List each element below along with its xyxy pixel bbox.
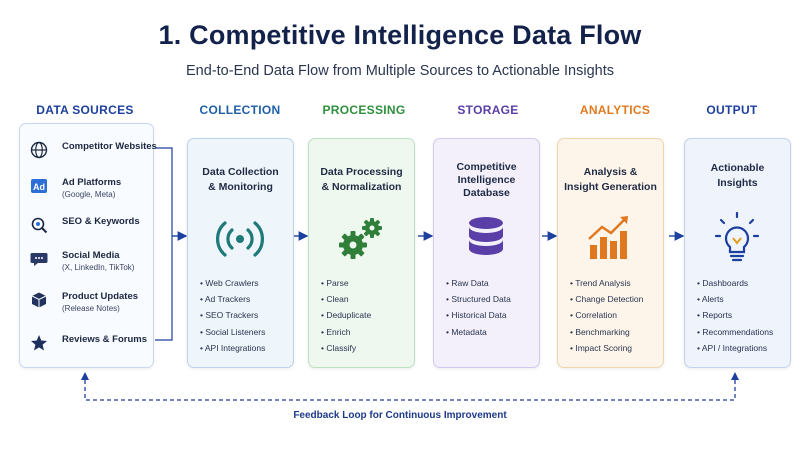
source-title: SEO & Keywords [62,216,140,227]
list-item: Reports [697,307,773,323]
column-header-output: OUTPUT [706,103,758,117]
list-item: Alerts [697,291,773,307]
list-item: Classify [321,340,371,356]
feedback-loop-line [84,380,736,401]
source-title: Ad Platforms [62,177,122,188]
feedback-arrow-up-sources [81,372,89,380]
storage-stage-title: Competitive Intelligence Database [456,161,517,199]
list-item: Recommendations [697,324,773,340]
column-header-sources: DATA SOURCES [36,103,134,117]
diagram-subtitle: End-to-End Data Flow from Multiple Sourc… [186,63,614,79]
processing-items-list: Parse Clean Deduplicate Enrich Classify [321,275,371,356]
list-item: Social Listeners [200,324,265,340]
column-header-analytics: ANALYTICS [579,103,651,117]
analytics-stage-title: Analysis & Insight Generation [564,166,657,193]
growth-chart-icon [588,216,628,259]
output-stage-title: Actionable Insights [710,162,765,189]
column-header-storage: STORAGE [457,103,519,117]
list-item: Clean [321,291,371,307]
list-item: Enrich [321,324,371,340]
diagram-title: 1. Competitive Intelligence Data Flow [158,20,642,50]
list-item: Change Detection [570,291,643,307]
source-subtitle: (Release Notes) [62,304,120,313]
list-item: Metadata [446,324,511,340]
list-item: Trend Analysis [570,275,643,291]
list-item: Parse [321,275,371,291]
storage-items-list: Raw Data Structured Data Historical Data… [446,275,511,340]
collection-stage-box: Data Collection & Monitoring Web Crawler… [187,138,294,368]
column-header-collection: COLLECTION [199,103,281,117]
svg-text:Ad: Ad [33,182,45,192]
sources-bracket [155,147,173,341]
source-title: Social Media [62,250,120,261]
list-item: Raw Data [446,275,511,291]
box-icon [31,292,47,308]
source-title: Competitor Websites [62,141,157,152]
gears-icon [339,218,382,259]
feedback-arrow-up-output [731,372,739,380]
list-item: SEO Trackers [200,307,265,323]
data-sources-panel: Competitor Websites Ad Ad Platforms (Goo… [19,123,157,368]
source-subtitle: (X, LinkedIn, TikTok) [62,263,135,272]
list-item: API Integrations [200,340,265,356]
storage-stage-box: Competitive Intelligence Database Raw Da… [433,138,540,368]
column-header-processing: PROCESSING [322,103,406,117]
seo-search-icon [31,217,48,234]
list-item: Web Crawlers [200,275,265,291]
list-item: Impact Scoring [570,340,643,356]
list-item: Historical Data [446,307,511,323]
signal-icon [216,221,264,257]
processing-stage-box: Data Processing & Normalization Parse Cl… [308,138,415,368]
globe-icon [30,141,48,159]
collection-stage-title: Data Collection & Monitoring [202,166,279,193]
list-item: API / Integrations [697,340,773,356]
collection-items-list: Web Crawlers Ad Trackers SEO Trackers So… [200,275,265,356]
source-subtitle: (Google, Meta) [62,190,116,199]
source-title: Product Updates [62,291,139,302]
list-item: Dashboards [697,275,773,291]
output-stage-box: Actionable Insights Dashboards Alerts Re… [684,138,791,368]
list-item: Deduplicate [321,307,371,323]
source-title: Reviews & Forums [62,334,147,345]
feedback-loop-label: Feedback Loop for Continuous Improvement [293,410,507,421]
star-icon [31,335,47,351]
list-item: Structured Data [446,291,511,307]
list-item: Ad Trackers [200,291,265,307]
analytics-items-list: Trend Analysis Change Detection Correlat… [570,275,643,356]
database-icon [469,217,503,255]
list-item: Benchmarking [570,324,643,340]
list-item: Correlation [570,307,643,323]
output-items-list: Dashboards Alerts Reports Recommendation… [697,275,773,356]
analytics-stage-box: Analysis & Insight Generation Trend Anal… [557,138,664,368]
lightbulb-icon [714,211,760,262]
processing-stage-title: Data Processing & Normalization [320,166,403,193]
ad-icon: Ad [31,179,47,193]
chat-icon [30,253,48,266]
